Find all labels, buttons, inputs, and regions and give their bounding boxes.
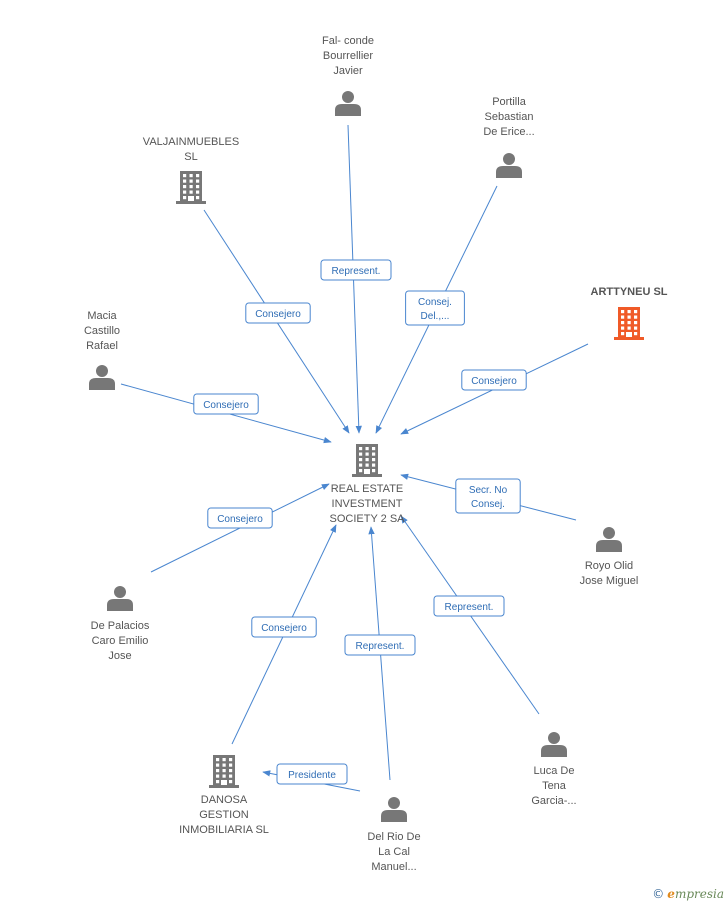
node-label[interactable]: Jose <box>108 650 131 662</box>
node-valjain[interactable]: VALJAINMUEBLES SL <box>143 136 239 204</box>
edge-portilla-center: Consej. Del.,... <box>375 185 498 434</box>
node-label[interactable]: Royo Olid <box>585 560 633 572</box>
edge-label-box[interactable] <box>320 259 392 281</box>
node-label[interactable]: Sebastian <box>485 111 534 123</box>
node-label[interactable]: INVESTMENT <box>332 498 403 510</box>
edge-label: Represent. <box>332 266 381 277</box>
node-label[interactable]: VALJAINMUEBLES <box>143 136 239 148</box>
node-label[interactable]: Castillo <box>84 325 120 337</box>
brand-name: mpresia <box>674 887 724 901</box>
edge-label: Consejero <box>255 309 301 320</box>
node-delrio[interactable]: Del Rio De La CalManuel... <box>367 797 421 873</box>
node-danosa[interactable]: DANOSA GESTION INMOBILIARIA SL <box>179 755 269 836</box>
edge-royo-center: Secr. No Consej. <box>400 473 577 521</box>
building-icon[interactable] <box>176 171 206 204</box>
edge-label-box[interactable] <box>207 507 273 529</box>
node-label[interactable]: Macia <box>87 310 117 322</box>
node-label[interactable]: Jose Miguel <box>580 575 639 587</box>
copyright-symbol: © <box>652 887 665 901</box>
edge-label: Represent. <box>445 602 494 613</box>
edge-label: Consejero <box>261 623 307 634</box>
edge-depalacios-center: Consejero <box>150 483 330 573</box>
node-label[interactable]: Javier <box>333 65 363 77</box>
edge-arttyneu-center: Consejero <box>400 343 589 435</box>
person-icon[interactable] <box>541 732 567 757</box>
edge-label: Consejero <box>471 376 517 387</box>
edge-label-box[interactable] <box>405 290 465 326</box>
building-icon[interactable] <box>614 307 644 340</box>
edge-label: Secr. No <box>469 485 508 496</box>
node-arttyneu[interactable]: ARTTYNEU SL <box>591 286 668 340</box>
node-label[interactable]: REAL ESTATE <box>331 483 404 495</box>
node-label[interactable]: Luca De <box>534 765 575 777</box>
node-label[interactable]: DANOSA <box>201 794 248 806</box>
node-label[interactable]: Caro Emilio <box>92 635 149 647</box>
node-label[interactable]: Portilla <box>492 96 527 108</box>
node-label[interactable]: GESTION <box>199 809 249 821</box>
person-icon[interactable] <box>496 153 522 178</box>
person-icon[interactable] <box>596 527 622 552</box>
edge-label: Consej. <box>418 297 452 308</box>
node-label[interactable]: Rafael <box>86 340 118 352</box>
node-label[interactable]: De Erice... <box>483 126 534 138</box>
edge-label: Consejero <box>217 514 263 525</box>
person-icon[interactable] <box>335 91 361 116</box>
edge-label-box[interactable] <box>276 763 348 785</box>
edge-label-box[interactable] <box>455 478 521 514</box>
node-label[interactable]: SL <box>184 151 197 163</box>
node-label[interactable]: Garcia-... <box>531 795 576 807</box>
node-label[interactable]: INMOBILIARIA SL <box>179 824 269 836</box>
node-label[interactable]: Manuel... <box>371 861 416 873</box>
edge-label: Consej. <box>471 499 505 510</box>
nodes-layer: REAL ESTATE INVESTMENT SOCIETY 2 SA Fal- co… <box>84 35 668 873</box>
edge-label-box[interactable] <box>193 393 259 415</box>
brand-initial: e <box>667 887 675 901</box>
building-icon[interactable] <box>352 444 382 477</box>
edge-label-box[interactable] <box>461 369 527 391</box>
edges-layer: Represent.Consej.Del.,...ConsejeroConsej… <box>120 124 589 792</box>
edge-label: Presidente <box>288 770 336 781</box>
node-label[interactable]: Del Rio De <box>367 831 420 843</box>
person-icon[interactable] <box>381 797 407 822</box>
building-icon[interactable] <box>209 755 239 788</box>
node-label[interactable]: SOCIETY 2 SA <box>330 513 406 525</box>
edge-label-box[interactable] <box>344 634 416 656</box>
edge-delrio-center: Represent. <box>344 526 416 781</box>
edge-macia-center: Consejero <box>120 383 332 444</box>
edge-label-box[interactable] <box>433 595 505 617</box>
empresia-watermark: ©empresia <box>652 887 724 901</box>
edge-falconde-center: Represent. <box>320 124 392 434</box>
node-center[interactable]: REAL ESTATE INVESTMENT SOCIETY 2 SA <box>330 444 406 525</box>
person-icon[interactable] <box>107 586 133 611</box>
edge-luca-center: Represent. <box>400 515 540 715</box>
edge-label-box[interactable] <box>245 302 311 324</box>
edge-label: Del.,... <box>421 311 450 322</box>
node-label[interactable]: De Palacios <box>91 620 150 632</box>
edge-label-box[interactable] <box>251 616 317 638</box>
person-icon[interactable] <box>89 365 115 390</box>
node-label[interactable]: Bourrellier <box>323 50 373 62</box>
edge-danosa-center: Consejero <box>231 524 337 745</box>
edge-valjain-center: Consejero <box>203 209 350 434</box>
node-label[interactable]: Fal- conde <box>322 35 374 47</box>
node-label[interactable]: La Cal <box>378 846 410 858</box>
edge-label: Represent. <box>356 641 405 652</box>
node-luca[interactable]: Luca De TenaGarcia-... <box>531 732 577 807</box>
edge-delrio-danosa: Presidente <box>262 763 361 792</box>
node-label[interactable]: Tena <box>542 780 567 792</box>
edge-label: Consejero <box>203 400 249 411</box>
node-label[interactable]: ARTTYNEU SL <box>591 286 668 298</box>
